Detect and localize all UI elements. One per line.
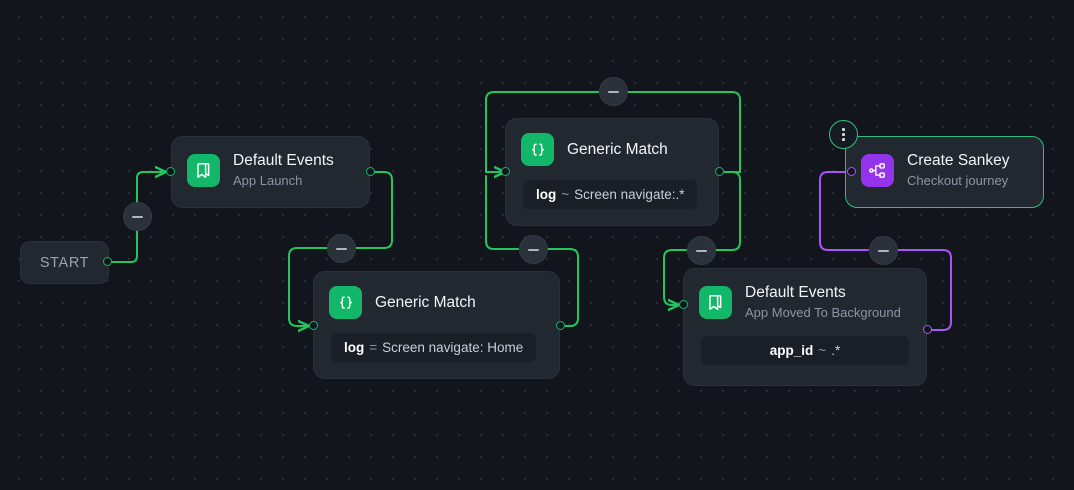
condition-operator: = — [369, 340, 378, 355]
bookmark-icon — [187, 154, 220, 187]
condition-key: log — [536, 187, 557, 202]
condition-key: app_id — [769, 343, 814, 358]
node-header: Default Events App Launch — [172, 137, 369, 204]
node-app-launch-input-handle[interactable] — [166, 167, 175, 176]
braces-icon — [329, 286, 362, 319]
braces-icon — [521, 133, 554, 166]
node-app-background-input-handle[interactable] — [679, 300, 688, 309]
node-create-sankey-input-handle[interactable] — [847, 167, 856, 176]
collapse-button-to-app-background[interactable] — [687, 236, 716, 265]
node-app-background-output-handle[interactable] — [923, 325, 932, 334]
node-generic-match-screen-navigate-home[interactable]: Generic Match log = Screen navigate: Hom… — [313, 271, 560, 379]
edge-generic-match-top-right-out — [715, 171, 741, 251]
collapse-button-app-launch-branch[interactable] — [327, 234, 356, 263]
condition-row: log ~ Screen navigate:.* — [506, 166, 718, 225]
node-create-sankey[interactable]: Create Sankey Checkout journey — [845, 136, 1044, 208]
node-header: Create Sankey Checkout journey — [846, 137, 1043, 204]
dot — [842, 133, 845, 136]
bookmark-icon — [699, 286, 732, 319]
start-node-label: START — [39, 254, 90, 271]
condition-key: log — [344, 340, 365, 355]
node-app-launch-output-handle[interactable] — [366, 167, 375, 176]
node-title: Default Events — [745, 284, 846, 301]
dot — [842, 138, 845, 141]
condition-operator: ~ — [561, 187, 570, 202]
start-node-output-handle[interactable] — [103, 257, 112, 266]
start-node[interactable]: START — [20, 241, 109, 284]
node-titles: Default Events App Moved To Background — [745, 283, 901, 322]
collapse-button-generic-match-top-bottom[interactable] — [519, 235, 548, 264]
condition-row: log = Screen navigate: Home — [314, 319, 559, 378]
node-titles: Create Sankey Checkout journey — [907, 151, 1010, 190]
node-header: Default Events App Moved To Background — [684, 269, 926, 322]
sitemap-icon — [861, 154, 894, 187]
create-sankey-more-options-button[interactable] — [829, 120, 858, 149]
condition-value: Screen navigate: Home — [382, 340, 524, 355]
condition-operator: ~ — [818, 343, 827, 358]
condition-pill[interactable]: app_id ~ .* — [700, 335, 910, 366]
node-default-events-app-launch[interactable]: Default Events App Launch — [171, 136, 370, 208]
collapse-button-app-background-to-sankey[interactable] — [869, 236, 898, 265]
node-title: Generic Match — [567, 141, 668, 158]
node-title: Default Events — [233, 152, 334, 169]
node-generic-match-home-input-handle[interactable] — [309, 321, 318, 330]
condition-row: app_id ~ .* — [684, 322, 926, 381]
node-generic-match-top-output-handle[interactable] — [715, 167, 724, 176]
node-generic-match-top-input-handle[interactable] — [501, 167, 510, 176]
node-default-events-app-moved-to-background[interactable]: Default Events App Moved To Background a… — [683, 268, 927, 386]
collapse-button-generic-match-top[interactable] — [599, 77, 628, 106]
condition-value: .* — [831, 343, 841, 358]
node-titles: Generic Match — [567, 140, 668, 159]
node-header: Generic Match — [506, 119, 718, 166]
condition-value: Screen navigate:.* — [574, 187, 685, 202]
node-subtitle: Checkout journey — [907, 173, 1009, 188]
node-generic-match-home-output-handle[interactable] — [556, 321, 565, 330]
node-generic-match-screen-navigate-regex[interactable]: Generic Match log ~ Screen navigate:.* — [505, 118, 719, 226]
collapse-button-start-to-app-launch[interactable] — [123, 202, 152, 231]
node-header: Generic Match — [314, 272, 559, 319]
node-title: Create Sankey — [907, 152, 1010, 169]
node-titles: Default Events App Launch — [233, 151, 334, 190]
condition-pill[interactable]: log = Screen navigate: Home — [330, 332, 538, 363]
node-title: Generic Match — [375, 294, 476, 311]
condition-pill[interactable]: log ~ Screen navigate:.* — [522, 179, 699, 210]
node-subtitle: App Launch — [233, 173, 303, 188]
node-titles: Generic Match — [375, 293, 476, 312]
node-subtitle: App Moved To Background — [745, 305, 901, 320]
dot — [842, 128, 845, 131]
